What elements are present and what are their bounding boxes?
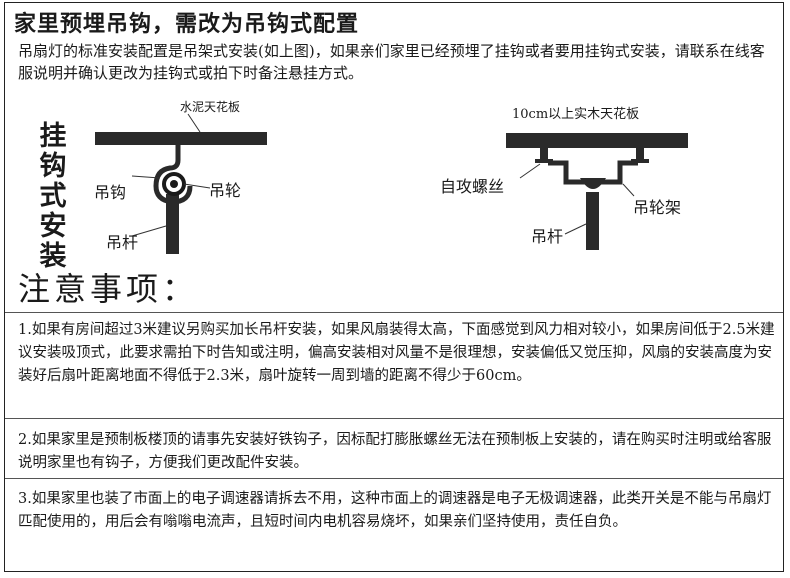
- bracket-cup: [580, 178, 606, 189]
- wheel-label: 吊轮: [209, 181, 241, 200]
- note-item: 2.如果家里是预制板楼顶的请事先安装好铁钩子，因标配打膨胀螺丝无法在预制板上安装…: [18, 432, 772, 471]
- installation-diagrams: 水泥天花板 吊钩 吊轮 吊杆 10cm以上实木天花板 自攻螺丝 吊轮架 吊杆: [94, 99, 688, 254]
- screw-leader-line: [519, 163, 541, 179]
- rod-leader-line: [131, 225, 167, 237]
- note-item: 1.如果有房间超过3米建议另购买加长吊杆安装，如果风扇装得太高，下面感觉到风力相…: [18, 322, 775, 384]
- hook-label: 吊钩: [94, 183, 126, 202]
- left-rod-label: 吊杆: [106, 233, 138, 252]
- wood-ceiling-label: 10cm以上实木天花板: [512, 106, 639, 122]
- page-title: 家里预埋吊钩，需改为吊钩式配置: [14, 11, 360, 37]
- ceiling-leader-line: [187, 113, 201, 133]
- hook-style-diagram: 水泥天花板 吊钩 吊轮 吊杆: [94, 99, 267, 254]
- intro-text: 吊扇灯的标准安装配置是吊架式安装(如上图)，如果亲们家里已经预埋了挂钩或者要用挂…: [18, 42, 765, 82]
- wood-ceiling-beam: [506, 133, 688, 148]
- right-rod-label: 吊杆: [531, 227, 563, 246]
- concrete-ceiling-beam: [95, 132, 267, 145]
- divider: [5, 312, 783, 313]
- bracket-leader-line: [622, 183, 635, 197]
- right-rod-leader-line: [564, 223, 587, 235]
- page-frame: [4, 2, 784, 572]
- bracket-label: 吊轮架: [633, 198, 681, 217]
- hook-install-label: 挂钩式安装: [39, 121, 67, 272]
- note-item: 3.如果家里也装了市面上的电子调速器请拆去不用，这种市面上的调速器是电子无极调速…: [18, 491, 772, 530]
- right-downrod: [586, 192, 599, 250]
- divider: [5, 478, 783, 479]
- ceiling-hook: [153, 145, 193, 205]
- hook-leader-line: [131, 175, 161, 179]
- right-screw: [636, 143, 644, 161]
- downrod: [166, 194, 179, 254]
- divider: [5, 418, 783, 419]
- pulley-axle: [170, 180, 178, 188]
- concrete-ceiling-label: 水泥天花板: [180, 99, 240, 114]
- bracket-style-diagram: 10cm以上实木天花板 自攻螺丝 吊轮架 吊杆: [440, 106, 688, 250]
- wheel-leader-line: [183, 183, 211, 189]
- screw-label: 自攻螺丝: [440, 177, 504, 196]
- left-screw: [540, 143, 548, 161]
- notice-heading: 注意事项：: [18, 270, 199, 308]
